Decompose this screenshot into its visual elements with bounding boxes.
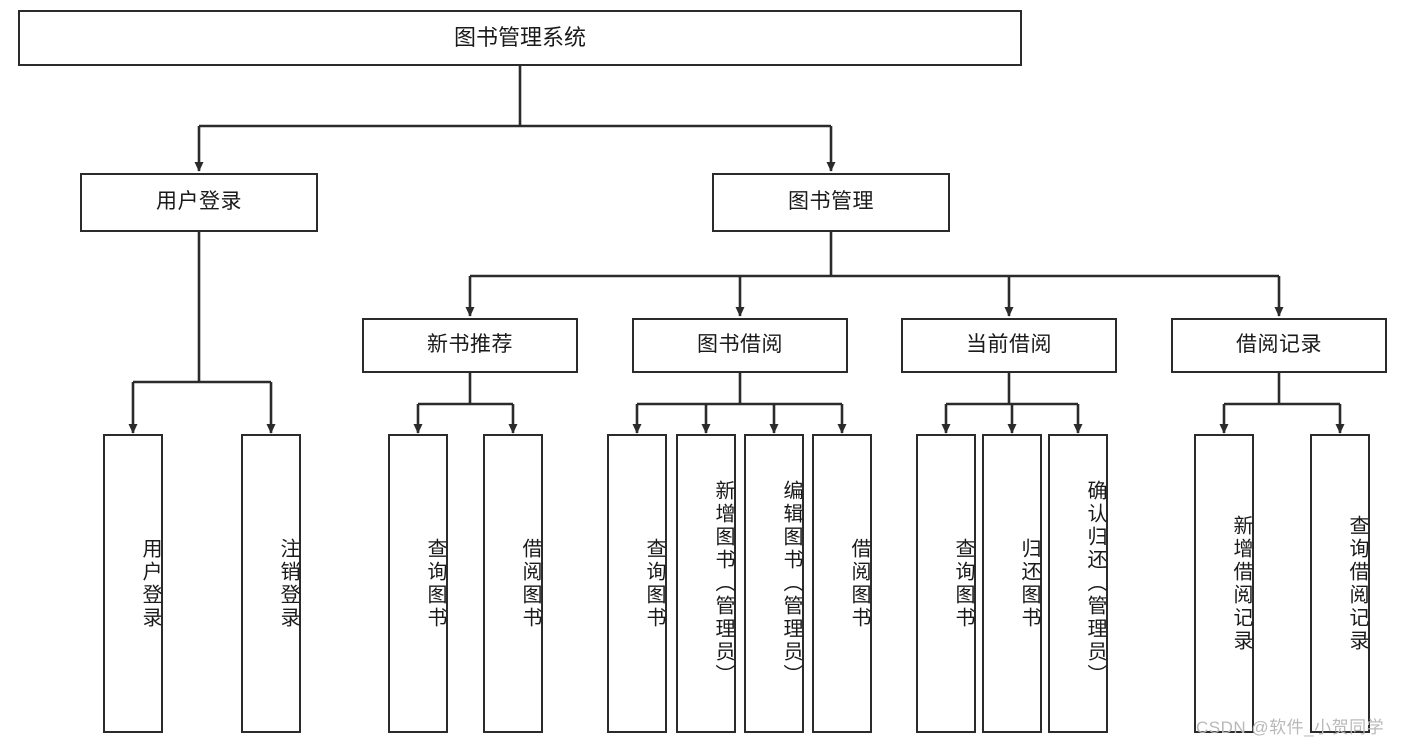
leaf-query-book-3[interactable]: 查询图书 <box>916 434 976 733</box>
leaf-return-book-label: 归还图书 <box>1018 537 1040 630</box>
leaf-query-book-1[interactable]: 查询图书 <box>388 434 448 733</box>
leaf-add-book-admin-label: 新增图书（管理员） <box>712 480 734 687</box>
leaf-borrow-book-1[interactable]: 借阅图书 <box>483 434 543 733</box>
node-new-book-recommend[interactable]: 新书推荐 <box>362 318 578 373</box>
leaf-user-login[interactable]: 用户登录 <box>103 434 163 733</box>
node-current-borrow-label: 当前借阅 <box>966 333 1052 357</box>
node-root-system[interactable]: 图书管理系统 <box>18 10 1022 66</box>
csdn-watermark: CSDN @软件_小贺同学 <box>1196 718 1385 737</box>
leaf-logout-label: 注销登录 <box>277 537 299 630</box>
node-borrow-record[interactable]: 借阅记录 <box>1171 318 1387 373</box>
node-user-login-label: 用户登录 <box>156 190 242 214</box>
leaf-user-login-label: 用户登录 <box>139 537 161 630</box>
node-book-borrow-label: 图书借阅 <box>697 333 783 357</box>
node-book-borrow[interactable]: 图书借阅 <box>632 318 848 373</box>
leaf-query-book-2-label: 查询图书 <box>643 537 665 630</box>
node-book-management-label: 图书管理 <box>788 190 874 214</box>
leaf-edit-book-admin-label: 编辑图书（管理员） <box>780 480 802 687</box>
leaf-add-borrow-record[interactable]: 新增借阅记录 <box>1194 434 1254 733</box>
leaf-borrow-book-1-label: 借阅图书 <box>519 537 541 630</box>
leaf-query-book-3-label: 查询图书 <box>952 537 974 630</box>
leaf-query-book-1-label: 查询图书 <box>424 537 446 630</box>
node-user-login[interactable]: 用户登录 <box>80 173 318 232</box>
leaf-add-book-admin[interactable]: 新增图书（管理员） <box>676 434 736 733</box>
leaf-confirm-return-admin-label: 确认归还（管理员） <box>1084 480 1106 687</box>
leaf-query-borrow-record[interactable]: 查询借阅记录 <box>1310 434 1370 733</box>
leaf-borrow-book-2-label: 借阅图书 <box>848 537 870 630</box>
leaf-add-borrow-record-label: 新增借阅记录 <box>1230 514 1252 653</box>
node-root-system-label: 图书管理系统 <box>453 25 586 51</box>
node-borrow-record-label: 借阅记录 <box>1236 333 1322 357</box>
leaf-query-book-2[interactable]: 查询图书 <box>607 434 667 733</box>
leaf-borrow-book-2[interactable]: 借阅图书 <box>812 434 872 733</box>
node-book-management[interactable]: 图书管理 <box>712 173 950 232</box>
leaf-confirm-return-admin[interactable]: 确认归还（管理员） <box>1048 434 1108 733</box>
leaf-query-borrow-record-label: 查询借阅记录 <box>1346 514 1368 653</box>
node-current-borrow[interactable]: 当前借阅 <box>901 318 1117 373</box>
leaf-edit-book-admin[interactable]: 编辑图书（管理员） <box>744 434 804 733</box>
leaf-logout[interactable]: 注销登录 <box>241 434 301 733</box>
node-new-book-recommend-label: 新书推荐 <box>427 333 513 357</box>
leaf-return-book[interactable]: 归还图书 <box>982 434 1042 733</box>
